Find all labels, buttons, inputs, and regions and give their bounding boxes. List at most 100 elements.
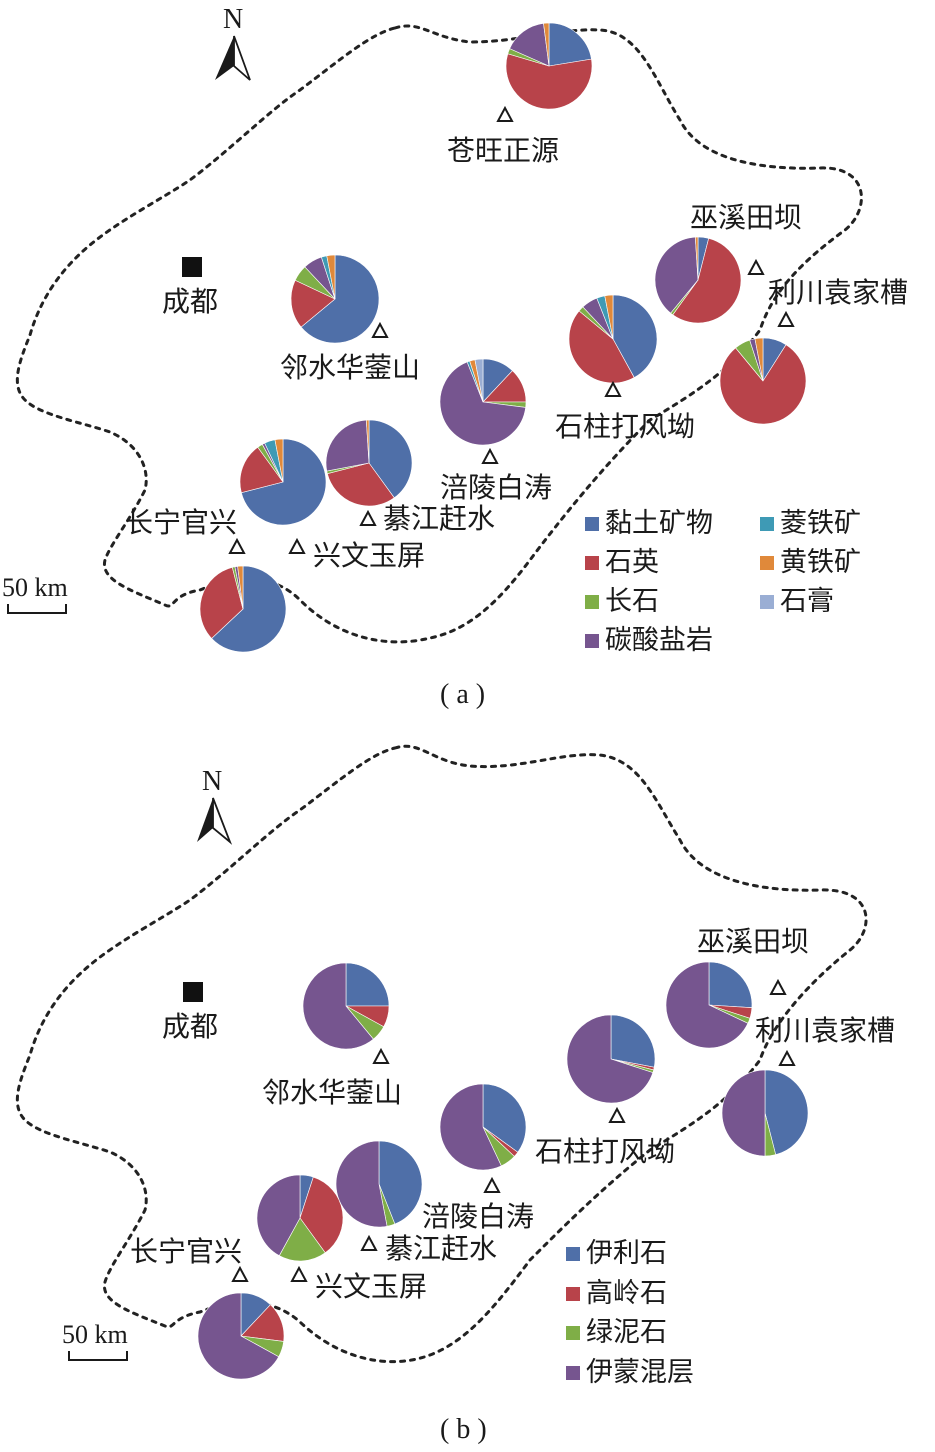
pie-slice bbox=[237, 565, 244, 610]
site-marker bbox=[608, 1106, 626, 1123]
pie-slice bbox=[672, 237, 742, 324]
pie-slice bbox=[302, 962, 374, 1050]
pie-slice bbox=[694, 236, 699, 281]
legend-label: 绿泥石 bbox=[586, 1317, 667, 1348]
pie-3 bbox=[302, 962, 390, 1050]
pie-slice bbox=[505, 53, 593, 110]
pie-slice bbox=[211, 565, 287, 653]
pie-slice bbox=[548, 22, 592, 67]
scale-label: 50 km bbox=[62, 1320, 128, 1349]
pie-group-a bbox=[199, 22, 807, 653]
pie-slice bbox=[300, 254, 380, 344]
site-label-wuxi: 巫溪田坝 bbox=[690, 201, 802, 234]
legend-label: 伊蒙混层 bbox=[586, 1357, 694, 1388]
pie-slice bbox=[509, 23, 550, 67]
pie-slice bbox=[365, 419, 370, 464]
site-labels-b: 巫溪田坝 利川袁家槽 邻水华蓥山 石柱打风坳 涪陵白涛 长宁官兴 綦江赶水 兴文… bbox=[130, 925, 895, 1303]
site-marker bbox=[231, 1265, 249, 1282]
pie-5 bbox=[439, 1083, 527, 1171]
capital-label: 成都 bbox=[162, 285, 218, 318]
legend-swatch bbox=[566, 1287, 580, 1301]
pie-8 bbox=[325, 419, 413, 507]
legend-label: 黄铁矿 bbox=[780, 547, 861, 578]
scale-label: 50 km bbox=[2, 573, 68, 602]
pie-slice bbox=[378, 1140, 423, 1225]
legend-swatch bbox=[566, 1326, 580, 1340]
site-label-lichuan: 利川袁家槽 bbox=[768, 276, 908, 309]
capital-marker bbox=[183, 982, 203, 1002]
site-label-fuling: 涪陵白涛 bbox=[440, 471, 552, 504]
legend-label: 高岭石 bbox=[586, 1278, 667, 1309]
pie-6 bbox=[256, 1174, 344, 1262]
pie-2 bbox=[721, 1069, 809, 1157]
pie-slice bbox=[290, 279, 336, 328]
pie-7 bbox=[239, 438, 327, 526]
site-label-shizhu: 石柱打风坳 bbox=[535, 1135, 675, 1168]
pie-slice bbox=[239, 446, 284, 494]
site-label-xingwen: 兴文玉屏 bbox=[313, 539, 425, 572]
site-marker bbox=[777, 310, 795, 327]
site-marker bbox=[288, 537, 306, 554]
pie-slice bbox=[325, 419, 370, 472]
site-label-changning: 长宁官兴 bbox=[130, 1235, 242, 1268]
region-border bbox=[15, 24, 863, 644]
scale-bar bbox=[68, 1351, 128, 1361]
pie-slice bbox=[197, 1292, 280, 1380]
pie-slice bbox=[439, 361, 526, 446]
caption-b: ( b ) bbox=[440, 1414, 487, 1445]
legend-swatch bbox=[760, 517, 774, 531]
site-label-wuxi: 巫溪田坝 bbox=[697, 925, 809, 958]
north-label: N bbox=[202, 766, 222, 797]
site-label-shizhu: 石柱打风坳 bbox=[555, 410, 695, 443]
pie-slice bbox=[335, 1140, 388, 1228]
pie-2 bbox=[654, 236, 742, 324]
pie-slice bbox=[474, 358, 484, 403]
site-label-lichuan: 利川袁家槽 bbox=[755, 1014, 895, 1047]
pie-6 bbox=[439, 358, 527, 446]
site-labels-a: 苍旺正源 巫溪田坝 利川袁家槽 邻水华蓥山 石柱打风坳 涪陵白涛 长宁官兴 綦江… bbox=[125, 105, 908, 572]
legend-swatch bbox=[585, 634, 599, 648]
pie-slice bbox=[610, 1014, 656, 1068]
capital-label: 成都 bbox=[162, 1010, 218, 1043]
panel-b: N 成都 50 km 巫溪田坝 利川袁家槽 邻水华蓥山 石柱打风坳 涪陵白涛 长… bbox=[15, 744, 895, 1445]
site-label-qijiang: 綦江赶水 bbox=[383, 502, 495, 535]
site-marker bbox=[371, 321, 389, 338]
legend-label: 石英 bbox=[605, 547, 659, 578]
site-marker bbox=[359, 509, 377, 526]
site-label-linshui: 邻水华蓥山 bbox=[280, 351, 420, 384]
site-marker bbox=[747, 258, 765, 275]
pie-7 bbox=[335, 1140, 423, 1228]
site-marker bbox=[769, 978, 787, 995]
legend-swatch bbox=[585, 595, 599, 609]
scale-bar bbox=[7, 604, 67, 614]
panel-a: N 成都 50 km 苍旺正源 巫溪田坝 利川袁家槽 邻水华蓥山 石柱打风坳 涪… bbox=[2, 4, 908, 710]
site-label-qijiang: 綦江赶水 bbox=[385, 1232, 497, 1265]
legend-swatch bbox=[585, 556, 599, 570]
pie-slice bbox=[719, 344, 807, 425]
pie-slice bbox=[721, 1069, 766, 1157]
legend-label: 菱铁矿 bbox=[780, 508, 861, 539]
site-marker bbox=[228, 537, 246, 554]
pie-slice bbox=[708, 961, 753, 1009]
pie-slice bbox=[482, 1083, 527, 1153]
legend-label: 伊利石 bbox=[586, 1238, 667, 1269]
pie-slice bbox=[439, 1083, 502, 1171]
pie-5 bbox=[568, 294, 658, 384]
site-label-fuling: 涪陵白涛 bbox=[422, 1200, 534, 1233]
site-marker bbox=[483, 1176, 501, 1193]
pie-slice bbox=[299, 1176, 344, 1254]
site-label-changning: 长宁官兴 bbox=[125, 506, 237, 539]
legend-swatch bbox=[566, 1366, 580, 1380]
north-arrow: N bbox=[215, 4, 251, 81]
site-label-linshui: 邻水华蓥山 bbox=[262, 1076, 402, 1109]
legend-label: 黏土矿物 bbox=[605, 508, 713, 539]
pie-slice bbox=[764, 1069, 809, 1156]
pie-slice bbox=[274, 438, 284, 483]
legend-label: 石膏 bbox=[780, 586, 834, 617]
pie-slice bbox=[240, 438, 327, 526]
site-label-xingwen: 兴文玉屏 bbox=[315, 1270, 427, 1303]
north-label: N bbox=[223, 4, 243, 35]
